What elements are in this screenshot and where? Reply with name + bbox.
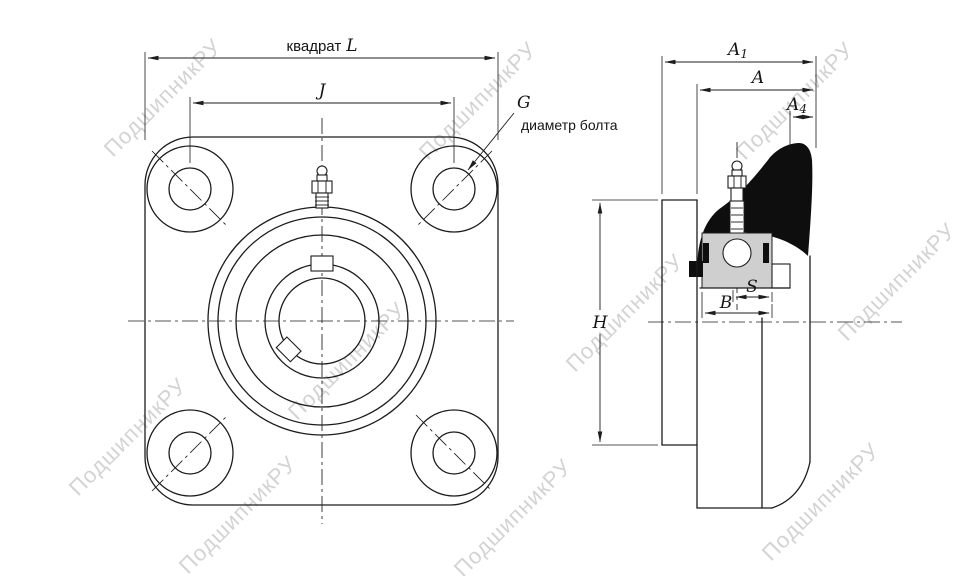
housing-section-fill [697,143,813,272]
bolt-hole-bottom-right [432,431,476,475]
watermark-text: ПодшипникРУ [833,218,961,346]
lobe-bottom-arc [771,461,811,509]
leader-line [467,112,515,171]
dimension-label-a4: A4 [785,95,807,116]
dimension-label-b: B [719,293,733,313]
grease-fitting-thread [315,192,329,209]
shaft-bore-circle [278,277,366,365]
grease-fitting-neck [316,174,328,182]
flange-square-outline [144,136,499,506]
bearing-insert-section [689,232,791,289]
bolt-boss-bottom-right [410,409,498,497]
dimension-label-s: S [746,277,758,297]
dimension-j: J [189,81,455,163]
grease-fitting-thread [730,187,744,202]
watermark-text: ПодшипникРУ [99,34,227,162]
watermark-text: ПодшипникРУ [561,249,689,377]
watermark-text: ПодшипникРУ [757,438,885,566]
grease-fitting-side [727,160,747,202]
bolt-centerline-top-right [415,150,493,228]
grease-fitting-front [311,165,333,209]
bolt-centerline-bottom-left [151,414,229,492]
watermark-text: ПодшипникРУ [283,297,411,425]
seal-left [703,243,709,263]
callout-text: диаметр болта [521,117,618,133]
inner-ring-collar [771,263,791,289]
dimension-label-a: A [750,68,764,88]
dimension-label-h: H [592,313,609,333]
seal-right [763,243,769,263]
watermark-text: ПодшипникРУ [174,451,302,576]
grease-fitting-neck [731,169,743,177]
grease-fitting-hex [727,175,747,189]
dimension-label-j: J [316,81,327,101]
bolt-boss-bottom-left [146,409,234,497]
callout-letter-g: G [517,93,531,113]
dimension-b: B [701,292,773,318]
grease-fitting-hex [311,180,333,194]
bolt-centerline-top-left [151,150,229,228]
watermark-text: ПодшипникРУ [64,373,192,501]
callout-bolt-diameter: G диаметр болта [467,93,618,171]
bolt-hole-top-left [168,167,212,211]
side-view: A1 A A4 H S [592,40,902,509]
dimension-s: S [732,277,773,302]
flange-outline-side [661,199,811,509]
set-screw-diagonal [275,336,302,363]
housing-rim-circle [217,216,427,426]
grease-hole [729,200,745,235]
set-screw-section [689,261,703,277]
dimension-h: H [592,199,658,446]
watermark-text: ПодшипникРУ [449,454,577,576]
bolt-centerline-bottom-right [415,414,493,492]
dimension-label-a1: A1 [726,40,748,61]
set-screw-top [310,255,334,272]
dimension-a4: A4 [785,95,814,150]
dimension-a: A [696,68,814,194]
bearing-ball [722,238,752,268]
bolt-hole-bottom-left [168,431,212,475]
dimension-a1: A1 [661,40,817,194]
insert-outer-circle [235,234,409,408]
bolt-hole-top-right [432,167,476,211]
